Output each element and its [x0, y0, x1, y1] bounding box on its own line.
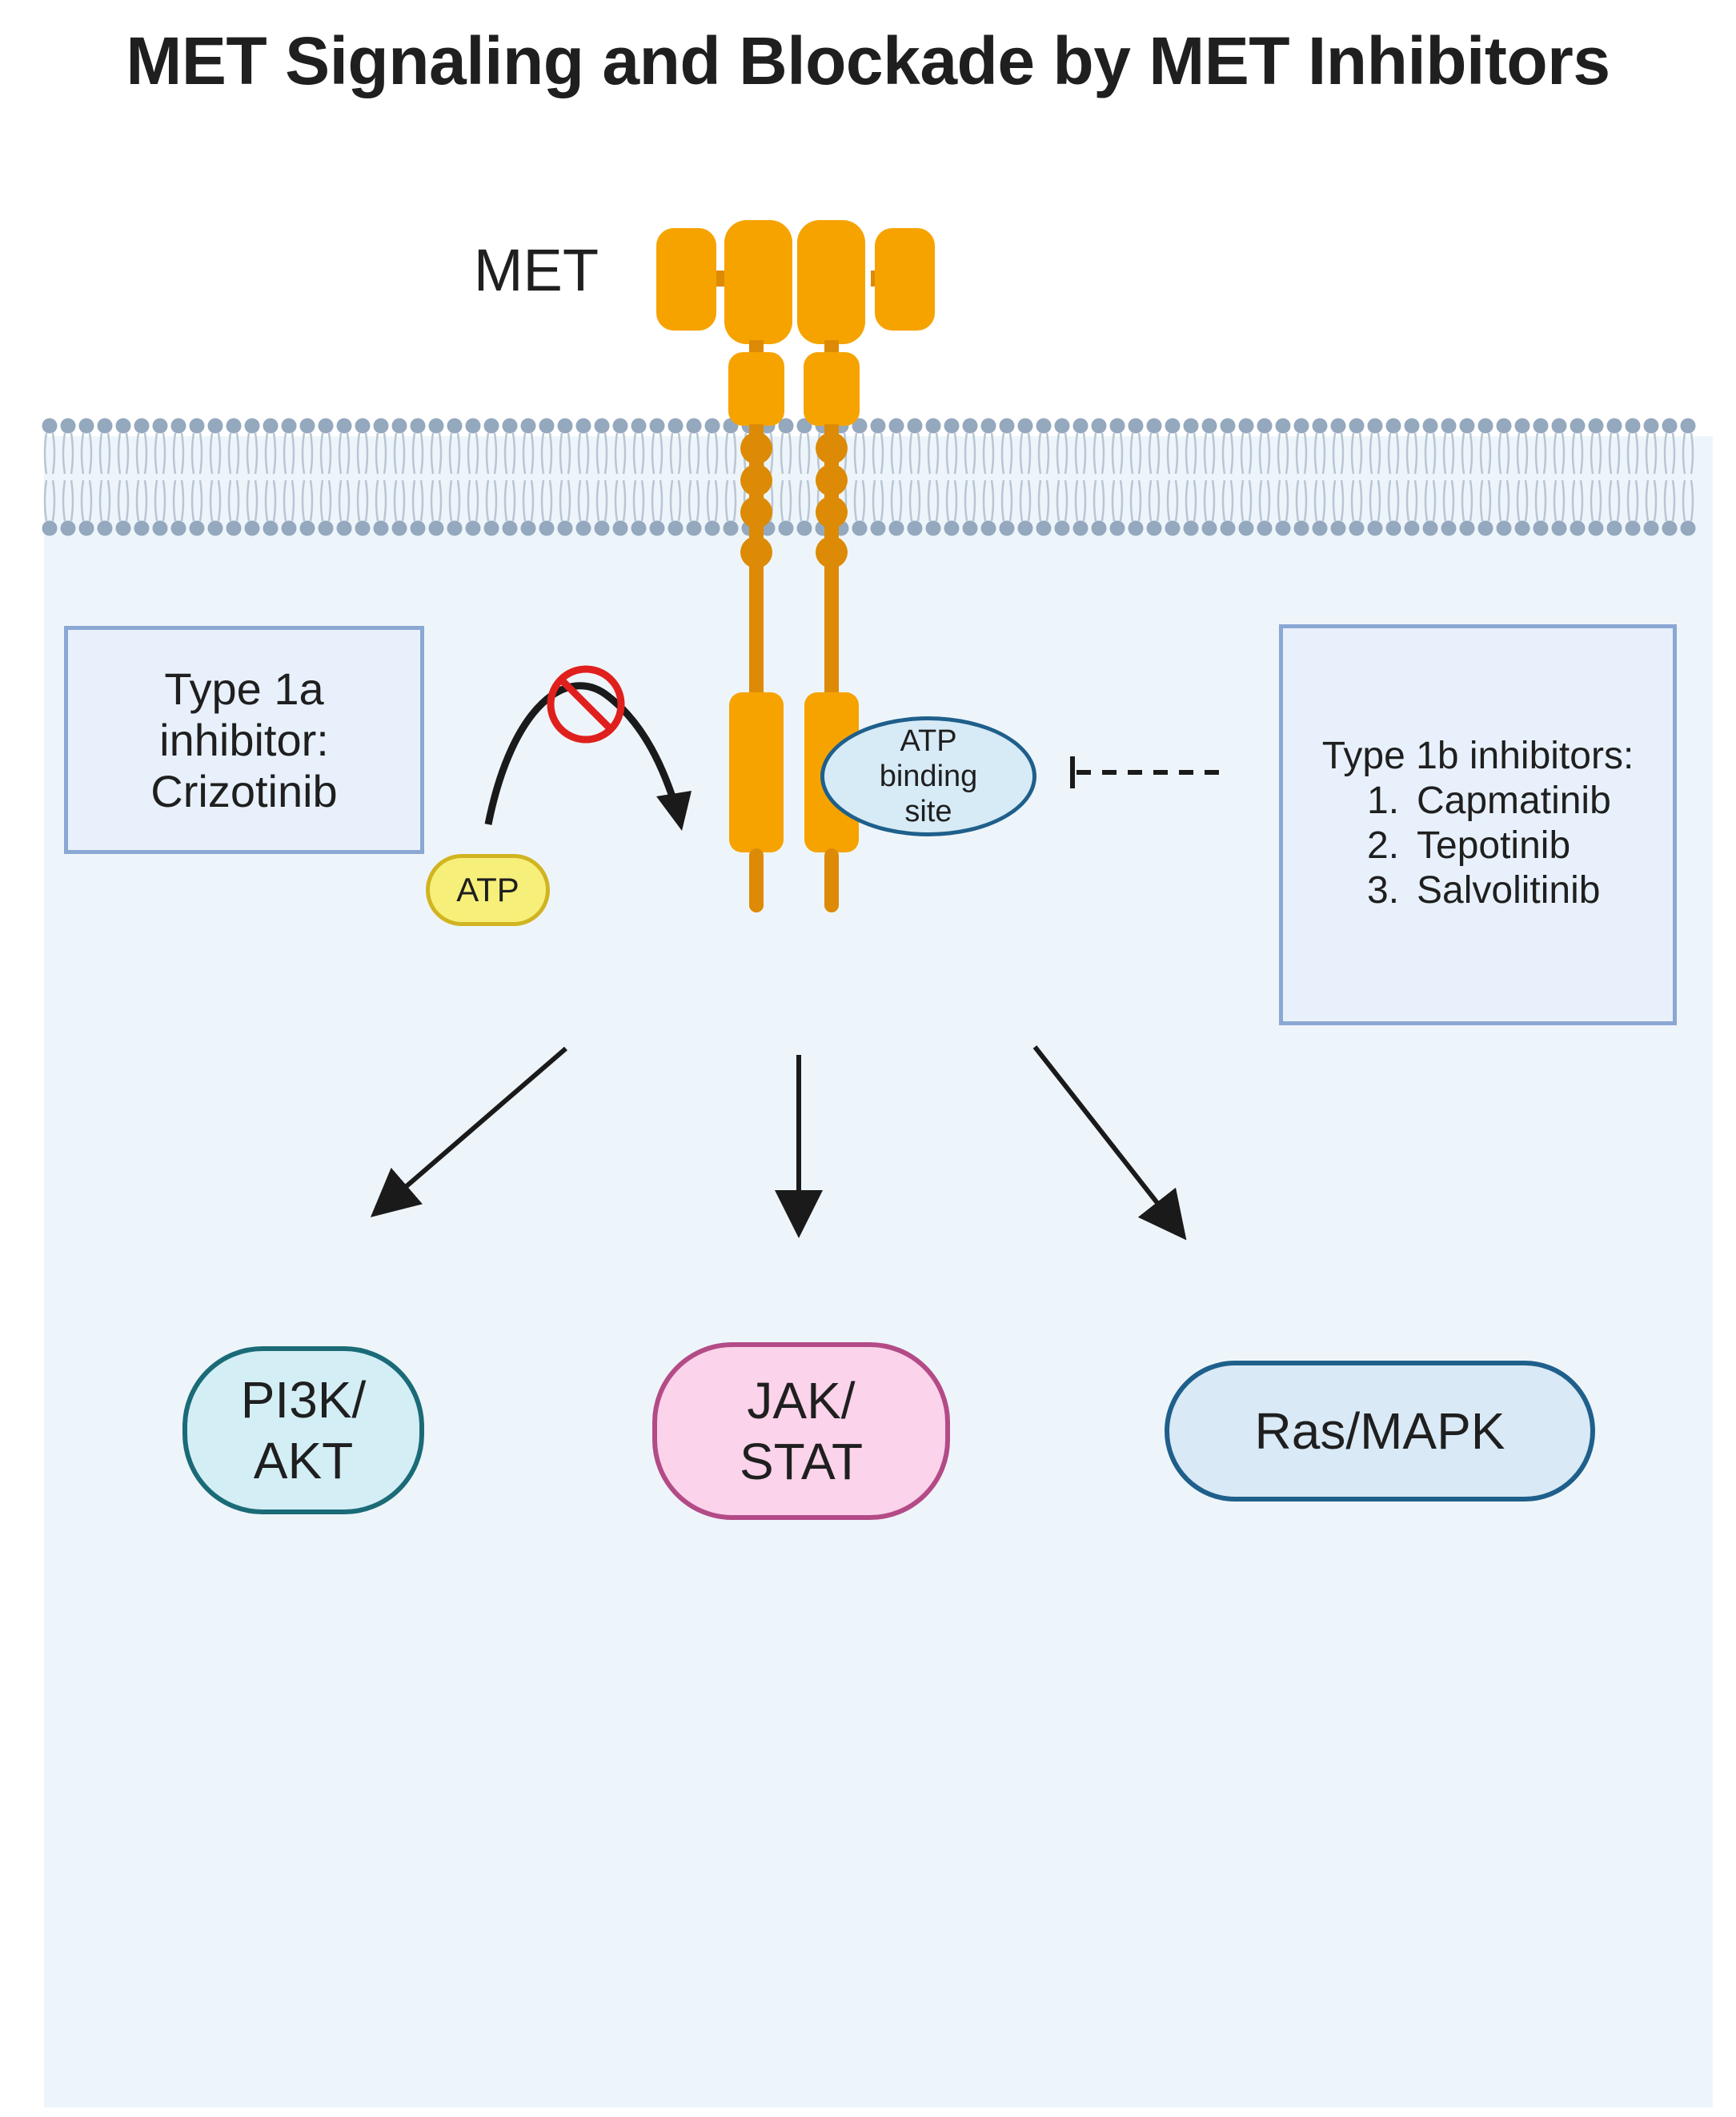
pathway-label: AKT — [253, 1432, 354, 1490]
pathway-jak-stat: JAK/ STAT — [652, 1342, 950, 1520]
type1b-list: 1. Capmatinib 2. Tepotinib 3. Salvolitinib — [1283, 779, 1673, 913]
inhibition-bar-icon — [1070, 756, 1221, 788]
drug-name: Capmatinib — [1417, 780, 1611, 822]
drug-name: Salvolitinib — [1417, 869, 1601, 912]
type1a-inhibitor-box: Type 1a inhibitor: Crizotinib — [64, 626, 424, 854]
arrow-to-pi3k — [370, 1046, 567, 1217]
list-number: 2. — [1367, 824, 1400, 867]
atp-site-line: binding — [879, 760, 978, 793]
pathway-label: PI3K/ — [240, 1371, 367, 1429]
pathway-ras-mapk: Ras/MAPK — [1165, 1361, 1595, 1502]
pathway-label: STAT — [739, 1433, 864, 1490]
type1a-line: Type 1a — [164, 664, 324, 714]
pathway-label: Ras/MAPK — [1254, 1402, 1505, 1460]
drug-name: Tepotinib — [1417, 824, 1571, 867]
cell-membrane — [42, 418, 1696, 536]
pathway-pi3k-akt: PI3K/ AKT — [182, 1346, 424, 1514]
atp-site-line: ATP — [900, 724, 957, 758]
atp-binding-arrow — [484, 682, 683, 825]
met-label: MET — [473, 237, 599, 303]
pathway-label: JAK/ — [747, 1372, 856, 1429]
atp-site-line: site — [904, 795, 952, 828]
atp-binding-site: ATP binding site — [820, 716, 1036, 836]
type1b-inhibitor-box: Type 1b inhibitors: 1. Capmatinib 2. Tepot… — [1279, 624, 1677, 1025]
no-entry-icon — [547, 665, 625, 744]
page-title: MET Signaling and Blockade by MET Inhibi… — [126, 23, 1610, 98]
list-number: 1. — [1367, 780, 1400, 822]
type1a-line: inhibitor: — [159, 715, 329, 765]
type1b-heading: Type 1b inhibitors: — [1321, 735, 1634, 777]
list-item: 3. Salvolitinib — [1283, 868, 1673, 913]
arrow-to-ras — [1032, 1045, 1187, 1241]
atp-arrowhead — [656, 791, 692, 831]
list-number: 3. — [1367, 869, 1400, 912]
list-item: 1. Capmatinib — [1283, 779, 1673, 824]
atp-molecule: ATP — [426, 854, 550, 926]
type1a-line: Crizotinib — [150, 766, 338, 816]
list-item: 2. Tepotinib — [1283, 824, 1673, 868]
